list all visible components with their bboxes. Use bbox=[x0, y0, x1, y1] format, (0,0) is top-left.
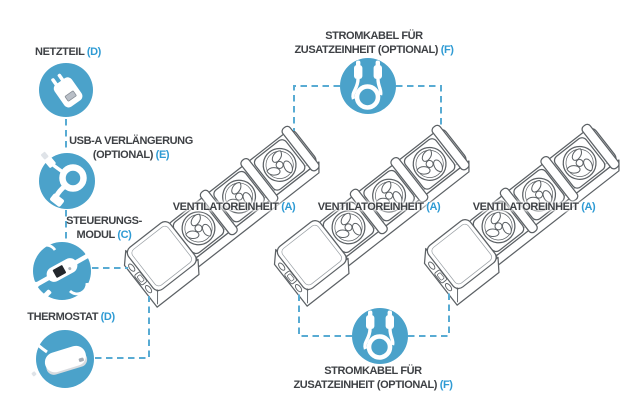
connector-lines bbox=[65, 85, 450, 359]
label-fan-unit-3-text: VENTILATOREINHEIT bbox=[472, 201, 579, 213]
label-power-cable-bottom-line2: ZUSATZEINHEIT (OPTIONAL) (F) bbox=[293, 379, 452, 393]
label-fan-unit-3: VENTILATOREINHEIT (A) bbox=[473, 201, 596, 215]
label-usb-extension-code: (E) bbox=[155, 148, 170, 161]
label-netzteil-code: (D) bbox=[86, 46, 101, 58]
label-control-module-code: (C) bbox=[117, 228, 132, 241]
control-module-icon bbox=[29, 242, 95, 299]
label-thermostat-code: (D) bbox=[100, 311, 115, 323]
label-power-cable-bottom-code: (F) bbox=[439, 378, 453, 391]
thermostat-icon bbox=[29, 338, 88, 393]
connector-thermostat-unit1 bbox=[95, 296, 150, 359]
label-control-module: STEUERUNGS- MODUL (C) bbox=[66, 215, 142, 242]
label-control-module-line1: STEUERUNGS- bbox=[66, 215, 142, 227]
label-usb-extension-line2: (OPTIONAL) (E) bbox=[69, 149, 193, 163]
power-adapter-icon bbox=[51, 73, 83, 108]
usb-extension-badge bbox=[39, 151, 95, 209]
label-fan-unit-1-text: VENTILATOREINHEIT bbox=[172, 201, 279, 213]
label-fan-unit-2: VENTILATOREINHEIT (A) bbox=[318, 201, 441, 215]
label-usb-extension: USB-A VERLÄNGERUNG (OPTIONAL) (E) bbox=[69, 135, 193, 162]
label-power-cable-bottom-line1: STROMKABEL FÜR bbox=[324, 365, 422, 377]
label-power-cable-bottom: STROMKABEL FÜR ZUSATZEINHEIT (OPTIONAL) … bbox=[293, 365, 452, 392]
label-thermostat: THERMOSTAT (D) bbox=[27, 311, 115, 325]
label-power-cable-top-line1: STROMKABEL FÜR bbox=[325, 30, 423, 42]
connector-cablebottom-unit3 bbox=[408, 292, 450, 337]
label-control-module-line2-text: MODUL bbox=[76, 228, 116, 241]
label-usb-extension-line2-text: (OPTIONAL) bbox=[92, 148, 154, 161]
label-power-cable-top-line2-text: ZUSATZEINHEIT (OPTIONAL) bbox=[294, 43, 439, 56]
label-power-cable-top-line2: ZUSATZEINHEIT (OPTIONAL) (F) bbox=[294, 44, 453, 58]
label-control-module-line2: MODUL (C) bbox=[66, 229, 142, 243]
label-fan-unit-2-code: (A) bbox=[426, 201, 441, 213]
label-fan-unit-2-text: VENTILATOREINHEIT bbox=[317, 201, 424, 213]
label-fan-unit-1-code: (A) bbox=[281, 201, 296, 213]
label-thermostat-text: THERMOSTAT bbox=[27, 311, 99, 323]
label-netzteil-text: NETZTEIL bbox=[35, 46, 85, 58]
label-usb-extension-line1: USB-A VERLÄNGERUNG bbox=[69, 135, 193, 147]
label-power-cable-top: STROMKABEL FÜR ZUSATZEINHEIT (OPTIONAL) … bbox=[294, 30, 453, 57]
label-power-cable-bottom-line2-text: ZUSATZEINHEIT (OPTIONAL) bbox=[293, 378, 438, 391]
label-netzteil: NETZTEIL (D) bbox=[35, 46, 101, 60]
connector-cabletop-unit1 bbox=[293, 85, 340, 131]
label-fan-unit-3-code: (A) bbox=[581, 201, 596, 213]
netzteil-badge bbox=[39, 63, 93, 117]
power-cable-top-badge bbox=[340, 58, 396, 114]
thermostat-badge bbox=[29, 330, 94, 393]
power-cable-bottom-badge bbox=[352, 308, 408, 364]
connector-cablebottom-unit2 bbox=[298, 294, 352, 337]
control-module-badge bbox=[29, 242, 95, 300]
label-power-cable-top-code: (F) bbox=[440, 43, 454, 56]
label-fan-unit-1: VENTILATOREINHEIT (A) bbox=[173, 201, 296, 215]
connector-cabletop-unit2 bbox=[396, 85, 442, 128]
usb-extension-cable-icon bbox=[40, 151, 87, 207]
